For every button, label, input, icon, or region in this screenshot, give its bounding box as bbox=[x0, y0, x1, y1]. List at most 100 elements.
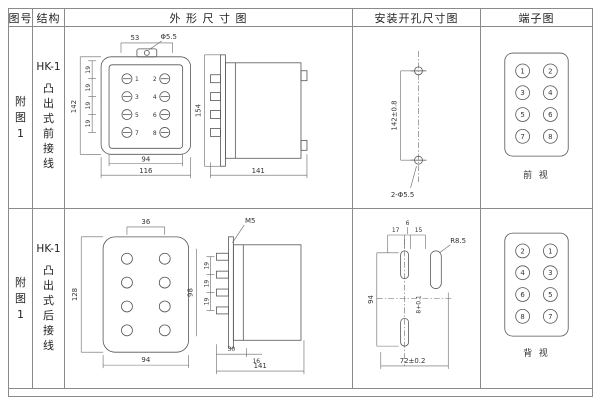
terminal-circle-num: 4 bbox=[548, 89, 553, 97]
row1-side-view-dimension-lines bbox=[204, 54, 308, 179]
row1-outline-drawing: 53 Φ5.5 142 19 19 19 19 1 2 3 4 5 6 7 8 … bbox=[70, 33, 308, 179]
dim-154-label: 154 bbox=[195, 103, 203, 117]
row1-side-view bbox=[210, 54, 308, 167]
dim-19-label: 19 bbox=[85, 66, 92, 74]
terminal-num: 2 bbox=[153, 76, 157, 83]
row1-struct-char: 凸 bbox=[43, 82, 54, 95]
row2-fig-no-cell: 附 图 1 bbox=[9, 209, 33, 389]
row1-outline-cell: 53 Φ5.5 142 19 19 19 19 1 2 3 4 5 6 7 8 … bbox=[65, 27, 353, 209]
dim-19-label: 19 bbox=[204, 262, 211, 270]
row1-struct-char: 线 bbox=[43, 157, 54, 170]
row2-struct-char: 式 bbox=[43, 294, 54, 307]
row2-front-view bbox=[102, 236, 190, 353]
row2-terminal-drawing: 2 4 6 8 1 3 5 7 背 视 bbox=[504, 232, 569, 359]
row2-install-dimension-lines bbox=[376, 227, 451, 369]
row1-fig-no-cell: 附 图 1 bbox=[9, 27, 33, 209]
dim-141-label: 141 bbox=[252, 167, 265, 175]
terminal-num: 5 bbox=[135, 112, 139, 119]
row2-model-label: HK-1 bbox=[36, 243, 61, 255]
header-terminal-diagram: 端子图 bbox=[481, 9, 593, 27]
dim-19-label: 19 bbox=[85, 102, 92, 110]
row1-model-label: HK-1 bbox=[36, 61, 61, 73]
terminal-circle-num: 8 bbox=[520, 313, 524, 321]
terminal-circle-num: 7 bbox=[548, 313, 552, 321]
row1-fig-char: 1 bbox=[17, 126, 24, 140]
row1-struct-char: 接 bbox=[43, 142, 54, 155]
row1-front-view-dimension-lines bbox=[79, 40, 191, 179]
dim-94-label: 94 bbox=[141, 356, 150, 364]
header-structure: 结构 bbox=[33, 9, 65, 27]
row2-struct-char: 出 bbox=[43, 279, 54, 292]
dim-142-tol-label: 142±0.8 bbox=[391, 100, 399, 130]
row2-fig-char: 附 bbox=[15, 275, 26, 289]
header-outline-dims-label: 外 形 尺 寸 图 bbox=[169, 11, 248, 25]
terminal-num: 6 bbox=[153, 112, 157, 119]
row2-install-slots bbox=[400, 250, 442, 347]
row1-structure-cell: HK-1 凸 出 式 前 接 线 bbox=[33, 27, 65, 209]
terminal-circle-num: 8 bbox=[548, 133, 552, 141]
dim-6-label: 6 bbox=[406, 220, 410, 227]
front-view-label: 前 视 bbox=[523, 169, 550, 181]
terminal-circle-num: 3 bbox=[548, 269, 552, 277]
row1-struct-char: 出 bbox=[43, 97, 54, 110]
dim-53-label: 53 bbox=[130, 34, 139, 42]
row2-side-view-dimension-lines bbox=[196, 224, 305, 375]
dim-15-label: 15 bbox=[415, 227, 423, 234]
row2-struct-char: 后 bbox=[43, 309, 54, 322]
dim-phi5-5-label: Φ5.5 bbox=[160, 33, 177, 41]
dim-16-label: 16 bbox=[252, 358, 260, 365]
row1-install-holes bbox=[410, 66, 427, 165]
dim-94-label: 94 bbox=[367, 294, 375, 303]
header-structure-label: 结构 bbox=[36, 11, 61, 25]
row1-fig-no: 附 图 1 bbox=[15, 27, 26, 208]
footer-strip bbox=[9, 389, 593, 397]
row1-terminal-block bbox=[504, 52, 569, 157]
terminal-circle-num: 1 bbox=[548, 247, 552, 255]
row2-side-view bbox=[216, 236, 302, 349]
dim-30-label: 30 bbox=[228, 346, 236, 353]
row2-install-cell: 17 6 15 R8.5 94 72±0.2 8+0.1 bbox=[353, 209, 481, 389]
terminal-circle-num: 6 bbox=[548, 111, 552, 119]
row1-structure-text: 凸 出 式 前 接 线 bbox=[43, 81, 54, 171]
terminal-circle-num: 1 bbox=[520, 67, 524, 75]
dim-98-label: 98 bbox=[187, 288, 195, 297]
header-fig-no-label: 图号 bbox=[9, 11, 33, 25]
dim-19-label: 19 bbox=[85, 119, 92, 127]
terminal-circle-num: 6 bbox=[520, 291, 524, 299]
dim-17-label: 17 bbox=[392, 227, 400, 234]
terminal-num: 3 bbox=[135, 94, 139, 101]
spec-table: 图号 结构 外 形 尺 寸 图 安装开孔尺寸图 端子图 附 图 1 HK-1 凸… bbox=[8, 8, 593, 397]
row2-structure-cell: HK-1 凸 出 式 后 接 线 bbox=[33, 209, 65, 389]
terminal-num: 4 bbox=[153, 94, 157, 101]
dim-72-tol-label: 72±0.2 bbox=[400, 357, 426, 365]
dim-19-label: 19 bbox=[204, 297, 211, 305]
rear-view-label: 背 视 bbox=[523, 347, 550, 359]
row1-struct-char: 式 bbox=[43, 112, 54, 125]
dim-r8-5-label: R8.5 bbox=[450, 237, 466, 245]
header-fig-no: 图号 bbox=[9, 9, 33, 27]
terminal-num: 7 bbox=[135, 130, 139, 137]
dim-m5-label: M5 bbox=[245, 217, 255, 225]
terminal-circle-num: 3 bbox=[520, 89, 524, 97]
dim-141-label: 141 bbox=[254, 362, 267, 370]
dim-94-label: 94 bbox=[141, 155, 150, 163]
row2-outline-drawing: 36 128 94 M5 98 19 19 19 30 16 141 bbox=[71, 217, 305, 375]
terminal-circle-num: 2 bbox=[548, 67, 552, 75]
row2-structure-text: 凸 出 式 后 接 线 bbox=[43, 263, 54, 353]
terminal-circle-num: 5 bbox=[548, 291, 552, 299]
row1-struct-char: 前 bbox=[43, 127, 54, 140]
row1-fig-char: 图 bbox=[15, 110, 26, 124]
header-outline-dims: 外 形 尺 寸 图 bbox=[65, 9, 353, 27]
row2-fig-char: 图 bbox=[15, 291, 26, 305]
row1-terminal-drawing: 1 3 5 7 2 4 6 8 前 视 bbox=[504, 52, 569, 181]
dim-19-label: 19 bbox=[204, 280, 211, 288]
terminal-circle-num: 7 bbox=[520, 133, 524, 141]
row2-front-view-dimension-lines bbox=[80, 226, 189, 369]
row2-struct-char: 凸 bbox=[43, 264, 54, 277]
row2-terminal-cell: 2 4 6 8 1 3 5 7 背 视 bbox=[481, 209, 593, 389]
terminal-circle-num: 4 bbox=[520, 269, 525, 277]
dim-36-label: 36 bbox=[141, 218, 150, 226]
hole-callout-label: 2-Φ5.5 bbox=[391, 191, 414, 199]
dim-116-label: 116 bbox=[139, 167, 152, 175]
